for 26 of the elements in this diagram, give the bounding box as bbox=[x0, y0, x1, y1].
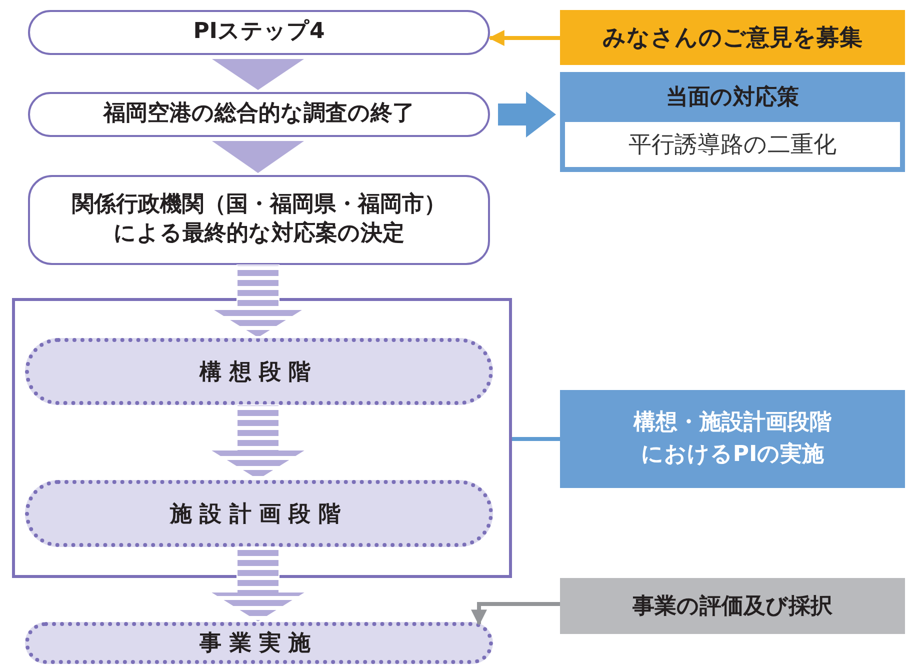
box-text: みなさんのご意見を募集 bbox=[602, 24, 862, 53]
process-box bbox=[28, 175, 490, 265]
process-box bbox=[28, 10, 490, 55]
box-text: 関係行政機関（国・福岡県・福岡市）による最終的な対応案の決定 bbox=[71, 191, 447, 248]
box-text: PIステップ4 bbox=[193, 18, 325, 46]
connector-line bbox=[512, 437, 560, 441]
box-text: 構想段階 bbox=[200, 358, 318, 386]
measure-box bbox=[560, 72, 905, 172]
box-text: 構想・施設計画段階におけるPIの実施 bbox=[632, 409, 832, 469]
block-arrow bbox=[212, 141, 304, 173]
box-heading: 当面の対応策 bbox=[666, 84, 799, 112]
stage-box bbox=[25, 622, 493, 664]
box-text: 福岡空港の総合的な調査の終了 bbox=[104, 100, 414, 128]
block-arrow bbox=[212, 59, 304, 90]
arrow bbox=[471, 602, 560, 626]
box-text: 事業実施 bbox=[200, 630, 318, 658]
block-arrow bbox=[498, 92, 556, 138]
callout-box bbox=[560, 10, 905, 65]
arrow bbox=[488, 30, 560, 46]
stage-frame bbox=[12, 298, 512, 578]
box-text: 事業の評価及び採択 bbox=[632, 593, 832, 621]
box-text: 施設計画段階 bbox=[170, 500, 348, 528]
note-box bbox=[560, 390, 905, 488]
callout-box bbox=[560, 578, 905, 634]
box-text: 平行誘導路の二重化 bbox=[565, 122, 900, 167]
process-box bbox=[28, 92, 490, 137]
